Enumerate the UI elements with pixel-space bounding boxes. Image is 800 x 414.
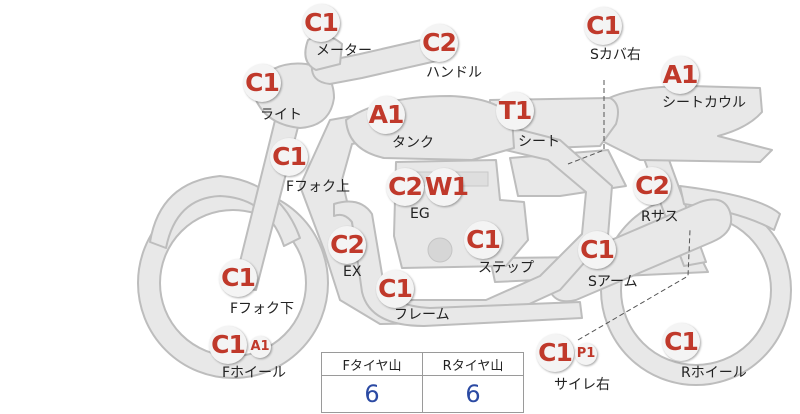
rear-tire-header: Rタイヤ山 [422, 352, 524, 376]
grade-tank: A1 [367, 96, 405, 134]
grade-s-cover-right: C1 [584, 7, 622, 45]
grade-muffler-right-1: C1 [536, 334, 574, 372]
label-muffler-right: サイレ右 [554, 377, 610, 393]
grade-handle: C2 [420, 24, 458, 62]
label-ex: EX [343, 264, 362, 280]
grade-f-wheel-2: A1 [249, 336, 271, 358]
label-f-fork-lower: Fフォク下 [230, 301, 295, 317]
label-seat-cowl: シートカウル [662, 95, 746, 111]
label-handle: ハンドル [426, 65, 482, 81]
tire-table-value-row: 6 6 [321, 375, 524, 413]
label-s-cover-right: Sカバ右 [590, 47, 641, 63]
label-eg: EG [410, 206, 430, 222]
label-frame: フレーム [394, 307, 450, 323]
grade-f-fork-upper: C1 [270, 138, 308, 176]
seat-cowl-shape [589, 85, 773, 163]
label-meter: メーター [316, 43, 372, 59]
grade-eg-1: C2 [386, 168, 424, 206]
label-seat: シート [518, 134, 560, 150]
label-f-wheel: Fホイール [222, 365, 287, 381]
grade-muffler-right-2: P1 [575, 343, 597, 365]
rear-tire-value: 6 [422, 375, 524, 413]
label-r-wheel: Rホイール [681, 365, 747, 381]
grade-s-arm: C1 [578, 231, 616, 269]
front-tire-header: Fタイヤ山 [321, 352, 423, 376]
label-light: ライト [260, 107, 302, 123]
grade-r-suspension: C2 [633, 167, 671, 205]
engine-cover-circle [427, 237, 453, 263]
grade-eg-2: W1 [425, 168, 469, 206]
grade-light: C1 [243, 64, 281, 102]
label-step: ステップ [478, 260, 534, 276]
grade-ex: C2 [328, 226, 366, 264]
grade-seat-cowl: A1 [661, 56, 699, 94]
tire-tread-table: Fタイヤ山 Rタイヤ山 6 6 [321, 352, 524, 413]
label-r-suspension: Rサス [641, 209, 679, 225]
label-f-fork-upper: Fフォク上 [286, 179, 351, 195]
muffler-leader-line [577, 229, 691, 341]
grade-f-wheel-1: C1 [209, 326, 247, 364]
grade-frame: C1 [376, 270, 414, 308]
front-tire-value: 6 [321, 375, 423, 413]
label-tank: タンク [392, 135, 434, 151]
grade-step: C1 [464, 221, 502, 259]
grade-seat: T1 [496, 92, 534, 130]
exhaust-pipe-shape [333, 200, 583, 327]
tire-table-header-row: Fタイヤ山 Rタイヤ山 [321, 352, 524, 376]
grade-r-wheel: C1 [662, 323, 700, 361]
grade-f-fork-lower: C1 [219, 259, 257, 297]
grade-meter: C1 [302, 4, 340, 42]
label-s-arm: Sアーム [588, 274, 638, 290]
